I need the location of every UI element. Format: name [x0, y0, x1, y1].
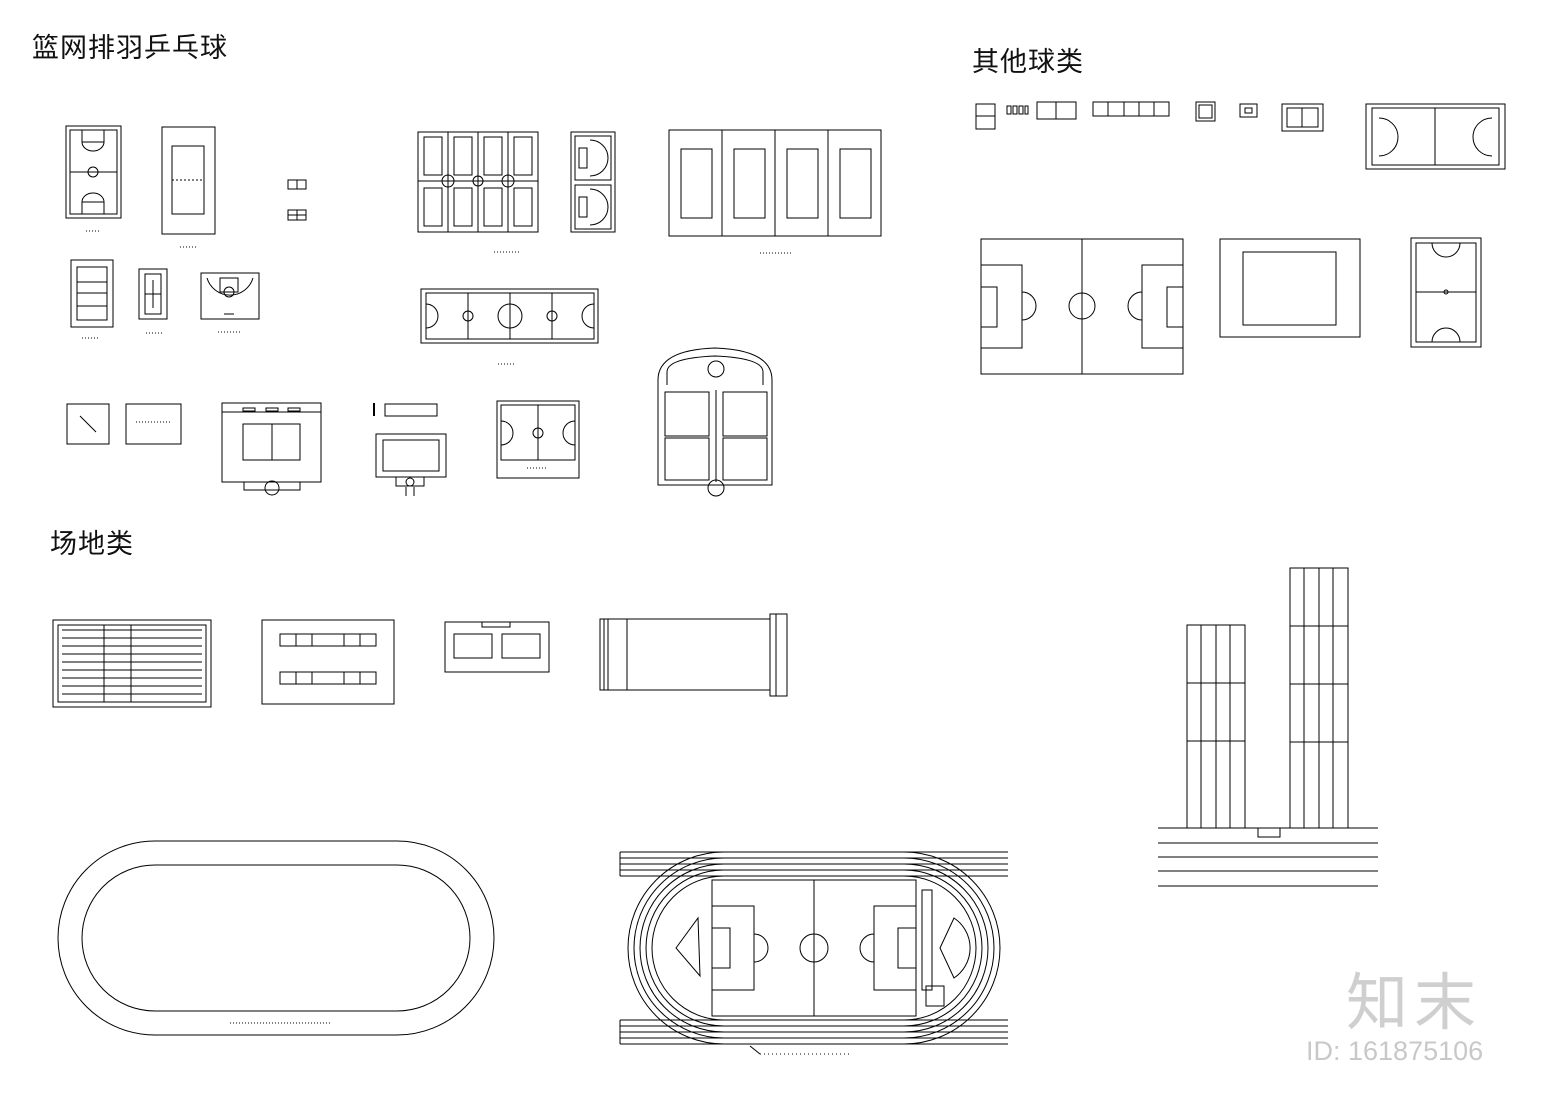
badminton-court-small — [71, 260, 113, 338]
half-basketball-court — [201, 273, 259, 332]
stadium-track-and-field — [620, 852, 1008, 1054]
handball-court — [1366, 104, 1505, 169]
track-lanes-plan — [53, 620, 211, 707]
small-ball-court-icons — [976, 102, 1323, 131]
court-rectangle-plain — [1220, 239, 1360, 337]
basketball-court-1 — [66, 126, 121, 231]
volleyball-hall-plan — [222, 403, 321, 495]
spectator-stands-plan — [262, 620, 394, 704]
basketball-court-full — [497, 401, 579, 478]
watermark-id: ID: 161875106 — [1306, 1036, 1484, 1066]
long-jump-pit-plan — [1158, 568, 1378, 886]
futsal-court — [1411, 238, 1481, 347]
football-field — [981, 239, 1183, 374]
section-title-other-balls: 其他球类 — [972, 47, 1084, 78]
tennis-court-tiny — [139, 269, 167, 333]
squash-court-plan — [374, 403, 446, 496]
basketball-courts-double — [421, 289, 598, 364]
pool-plan — [445, 622, 549, 672]
section-title-ball-courts: 篮网排羽乒乓球 — [32, 33, 228, 64]
table-tennis-table-icons — [288, 180, 306, 220]
basketball-courts-grid — [418, 132, 538, 252]
court-detail-small-1 — [67, 404, 181, 444]
swimming-pool-long — [600, 614, 787, 696]
basketball-courts-pair — [571, 132, 615, 232]
volleyball-courts-row — [669, 130, 881, 253]
arena-plan-four-courts — [658, 348, 772, 496]
section-title-venues: 场地类 — [50, 529, 134, 560]
watermark-logo: 知末 — [1346, 966, 1483, 1039]
oval-running-track — [58, 841, 494, 1035]
volleyball-court-outline — [162, 127, 215, 247]
